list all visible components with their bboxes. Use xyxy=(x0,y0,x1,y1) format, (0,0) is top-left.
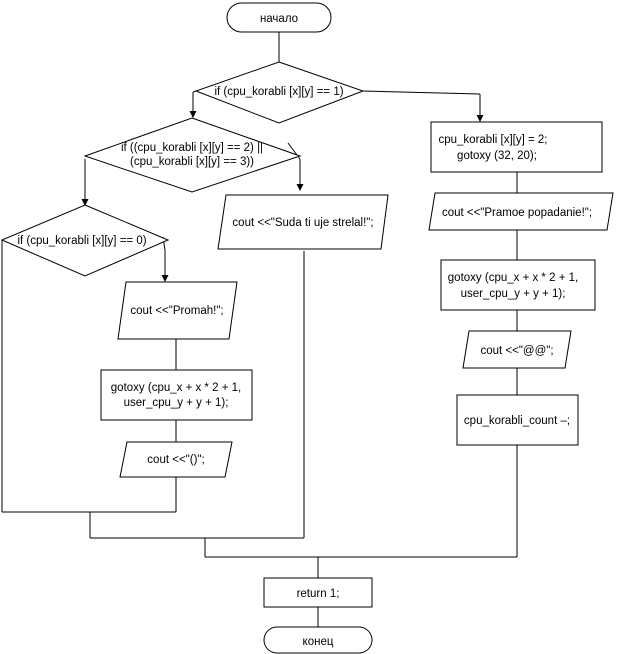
output-already-shot: cout <<"Suda ti uje strelal!"; xyxy=(217,194,389,250)
output-empty: cout <<"()"; xyxy=(119,441,233,478)
output-promah: cout <<"Promah!"; xyxy=(117,281,238,340)
output-at-label: cout <<"@@"; xyxy=(480,345,553,357)
decision-already-shot-label-1: if ((cpu_korabli [x][y] == 2) || xyxy=(121,142,263,154)
process-decrement: cpu_korabli_count –; xyxy=(456,394,579,446)
process-gotoxy-left-label-1: gotoxy (cpu_x + x * 2 + 1, xyxy=(111,382,241,394)
process-gotoxy-right: gotoxy (cpu_x + x * 2 + 1, user_cpu_y + … xyxy=(440,259,596,311)
output-hit: cout <<"Pramoe popadanie!"; xyxy=(428,192,614,231)
process-gotoxy-left-label-2: user_cpu_y + y + 1); xyxy=(124,397,229,409)
end-node: конец xyxy=(263,626,373,654)
output-already-shot-label: cout <<"Suda ti uje strelal!"; xyxy=(232,217,373,229)
end-label: конец xyxy=(303,636,334,648)
process-decrement-label: cpu_korabli_count –; xyxy=(464,415,570,427)
decision-empty-cell: if (cpu_korabli [x][y] == 0) xyxy=(0,204,170,277)
process-return: return 1; xyxy=(263,577,373,608)
process-gotoxy-left: gotoxy (cpu_x + x * 2 + 1, user_cpu_y + … xyxy=(100,369,253,421)
connectors xyxy=(1,32,518,627)
start-label: начало xyxy=(260,13,298,25)
process-assign-hit-label-1: cpu_korabli [x][y] = 2; xyxy=(439,134,548,146)
decision-already-shot-label-2: (cpu_korabli [x][y] == 3)) xyxy=(130,156,254,168)
decision-already-shot: if ((cpu_korabli [x][y] == 2) || (cpu_ko… xyxy=(83,117,302,193)
process-return-label: return 1; xyxy=(297,588,340,600)
output-empty-label: cout <<"()"; xyxy=(147,454,204,466)
output-promah-label: cout <<"Promah!"; xyxy=(130,305,223,317)
process-gotoxy-right-label-1: gotoxy (cpu_x + x * 2 + 1, xyxy=(448,272,578,284)
decision-empty-cell-label: if (cpu_korabli [x][y] == 0) xyxy=(17,235,146,247)
process-gotoxy-right-label-2: user_cpu_y + y + 1); xyxy=(461,288,566,300)
start-node: начало xyxy=(226,2,332,33)
decision-cpu-korabli-eq-1-label: if (cpu_korabli [x][y] == 1) xyxy=(214,86,343,98)
output-at: cout <<"@@"; xyxy=(462,330,572,369)
process-assign-hit: cpu_korabli [x][y] = 2; gotoxy (32, 20); xyxy=(430,121,603,173)
decision-cpu-korabli-eq-1: if (cpu_korabli [x][y] == 1) xyxy=(194,61,365,124)
process-assign-hit-label-2: gotoxy (32, 20); xyxy=(457,150,537,162)
output-hit-label: cout <<"Pramoe popadanie!"; xyxy=(442,207,592,219)
